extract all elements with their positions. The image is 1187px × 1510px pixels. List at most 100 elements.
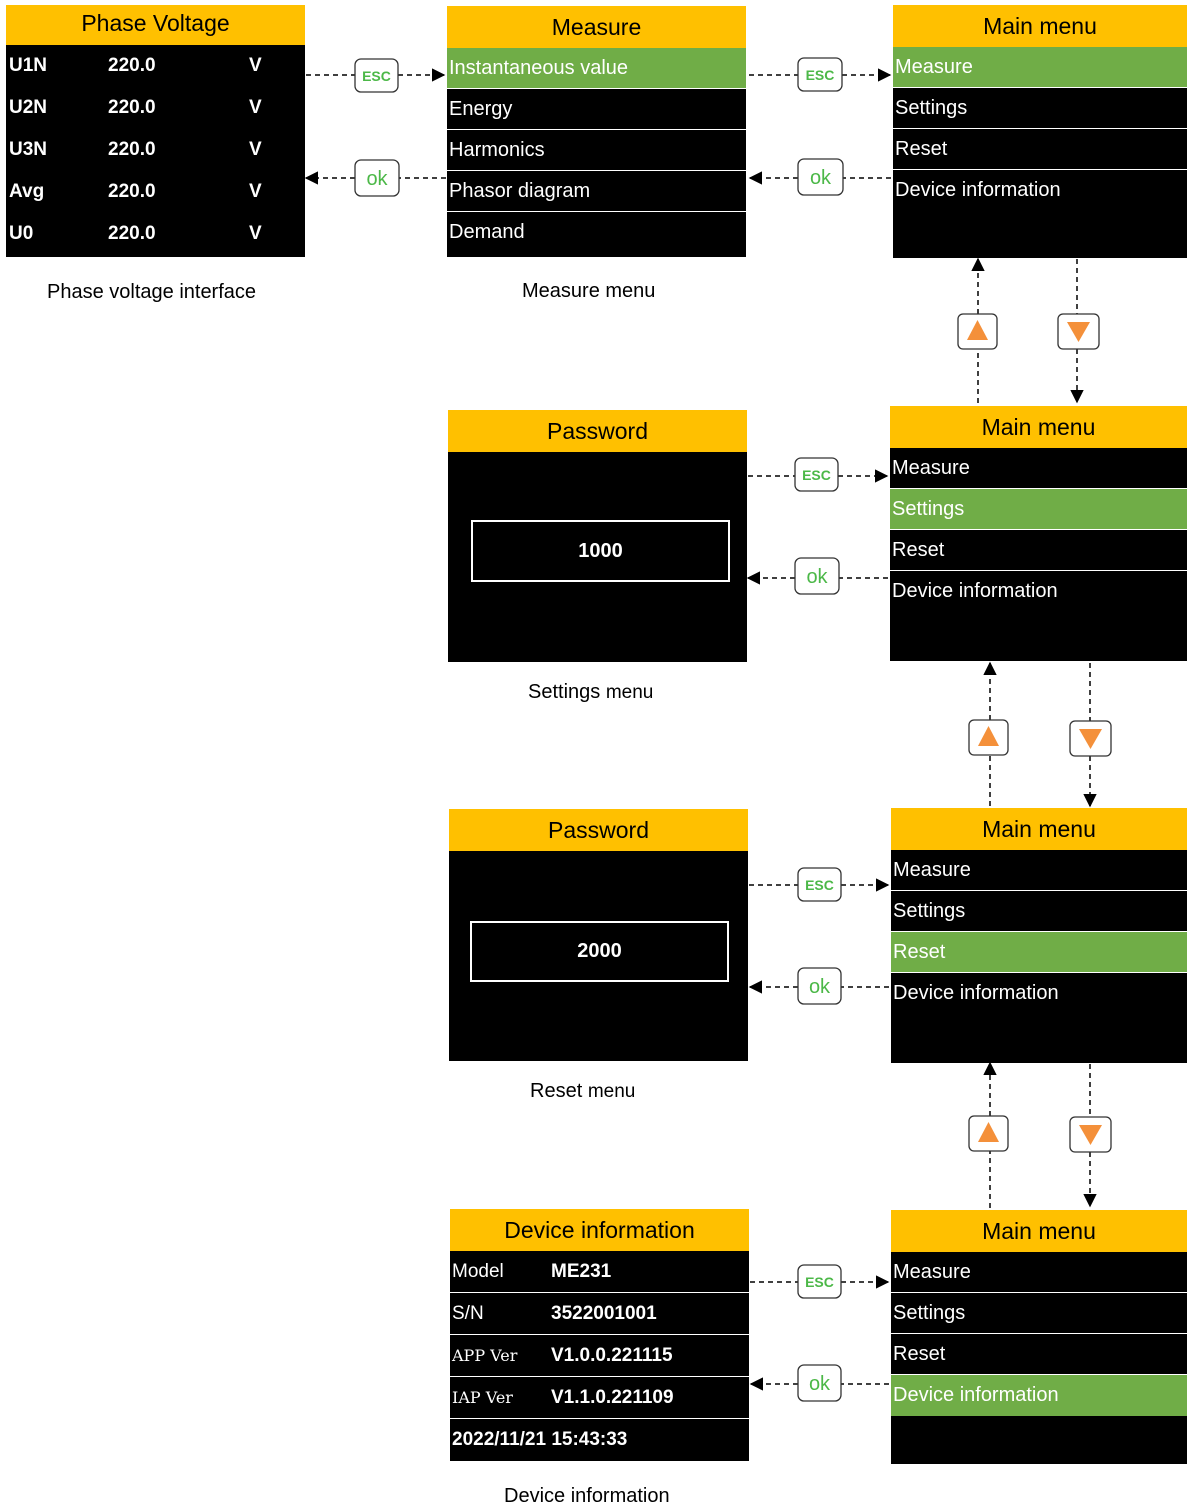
measure-menu-caption: Measure menu [522,280,656,302]
menu-item-settings[interactable]: Settings [891,1293,1187,1334]
caption-main: Settings [528,681,601,703]
ok-key-label: ok [809,1373,831,1395]
caption-suffix: menu [605,682,654,703]
info-row-iap-version: IAP Ver V1.1.0.221109 [450,1377,749,1419]
down-arrow-key-icon[interactable] [1069,1116,1112,1153]
down-arrow-key-icon[interactable] [1057,313,1100,350]
menu-item-energy[interactable]: Energy [447,89,746,130]
password-field[interactable]: 2000 [470,921,729,982]
screen-title: Main menu [891,808,1187,850]
row-unit: V [249,181,262,202]
main-menu-screen: Main menu Measure Settings Reset Device … [893,5,1187,258]
menu-item-reset[interactable]: Reset [891,932,1187,973]
menu-item-measure[interactable]: Measure [891,1252,1187,1293]
esc-key-label: ESC [806,67,835,83]
row-value: 220.0 [108,55,156,76]
screen-title: Password [449,809,748,851]
ok-key-label: ok [806,566,828,588]
menu-item-reset[interactable]: Reset [893,129,1187,170]
ok-key-label: ok [366,168,388,190]
voltage-row: U2N 220.0 V [6,87,305,129]
screen-title: Device information [450,1209,749,1251]
esc-key-icon[interactable]: ESC [354,58,399,93]
esc-key-label: ESC [802,467,831,483]
reset-password-screen: Password 2000 [449,809,748,1061]
menu-item-device-information[interactable]: Device information [893,982,1059,1004]
menu-item-phasor-diagram[interactable]: Phasor diagram [447,171,746,212]
info-key: S/N [452,1303,484,1324]
menu-item-measure[interactable]: Measure [890,448,1187,489]
menu-item-harmonics[interactable]: Harmonics [447,130,746,171]
row-unit: V [249,55,262,76]
menu-item-settings[interactable]: Settings [893,88,1187,129]
ok-key-icon[interactable]: ok [797,158,844,196]
row-unit: V [249,223,262,244]
esc-key-icon[interactable]: ESC [794,457,839,492]
esc-key-label: ESC [362,68,391,84]
down-arrow-key-icon[interactable] [1069,720,1112,757]
up-arrow-key-icon[interactable] [968,1115,1009,1152]
screen-title: Phase Voltage [6,5,305,45]
row-label: U1N [9,55,48,76]
ok-key-icon[interactable]: ok [797,967,842,1005]
row-value: 220.0 [108,223,156,244]
settings-password-screen: Password 1000 [448,410,747,662]
menu-item-device-information[interactable]: Device information [891,1375,1187,1416]
main-menu-screen: Main menu Measure Settings Reset Device … [890,406,1187,661]
ok-key-icon[interactable]: ok [797,1364,842,1402]
row-value: 220.0 [108,181,156,202]
screen-title: Measure [447,6,746,48]
caption-suffix: menu [587,1081,636,1102]
row-label: Avg [9,181,45,202]
screen-title: Main menu [893,5,1187,47]
ok-key-icon[interactable]: ok [354,159,400,197]
menu-item-settings[interactable]: Settings [890,489,1187,530]
device-information-caption: Device information [504,1485,670,1507]
ok-key-icon[interactable]: ok [794,557,840,595]
row-unit: V [249,139,262,160]
phase-voltage-caption: Phase voltage interface [47,281,257,303]
up-arrow-key-icon[interactable] [957,313,998,350]
reset-menu-caption: Reset menu [530,1080,635,1103]
datetime-value: 2022/11/21 15:43:33 [452,1429,628,1450]
menu-item-device-information[interactable]: Device information [892,580,1058,602]
info-key: IAP Ver [452,1388,513,1407]
row-label: U0 [9,223,34,244]
screen-title: Main menu [891,1210,1187,1252]
ok-key-label: ok [810,167,832,189]
row-unit: V [249,97,262,118]
menu-item-measure[interactable]: Measure [891,850,1187,891]
esc-key-icon[interactable]: ESC [797,1264,842,1299]
menu-item-reset[interactable]: Reset [891,1334,1187,1375]
up-arrow-key-icon[interactable] [968,719,1009,756]
main-menu-screen: Main menu Measure Settings Reset Device … [891,1210,1187,1464]
info-key: APP Ver [452,1346,518,1365]
caption-main: Reset [530,1080,583,1102]
row-value: 220.0 [108,97,156,118]
esc-key-icon[interactable]: ESC [797,57,843,92]
voltage-row: Avg 220.0 V [6,171,305,213]
main-menu-screen: Main menu Measure Settings Reset Device … [891,808,1187,1063]
menu-item-device-information[interactable]: Device information [895,179,1061,201]
screen-title: Main menu [890,406,1187,448]
info-value: V1.0.0.221115 [551,1345,673,1366]
menu-item-settings[interactable]: Settings [891,891,1187,932]
row-value: 220.0 [108,139,156,160]
menu-item-measure[interactable]: Measure [893,47,1187,88]
measure-menu-screen: Measure Instantaneous value Energy Harmo… [447,6,746,257]
menu-item-instantaneous-value[interactable]: Instantaneous value [447,48,746,89]
info-value: V1.1.0.221109 [551,1387,674,1408]
voltage-row: U1N 220.0 V [6,45,305,87]
menu-item-demand[interactable]: Demand [449,221,525,243]
screen-title: Password [448,410,747,452]
info-value: 3522001001 [551,1303,657,1324]
menu-item-reset[interactable]: Reset [890,530,1187,571]
info-key: Model [452,1261,504,1282]
row-label: U2N [9,97,48,118]
esc-key-icon[interactable]: ESC [797,867,842,902]
password-field[interactable]: 1000 [471,520,730,582]
info-row-app-version: APP Ver V1.0.0.221115 [450,1335,749,1377]
